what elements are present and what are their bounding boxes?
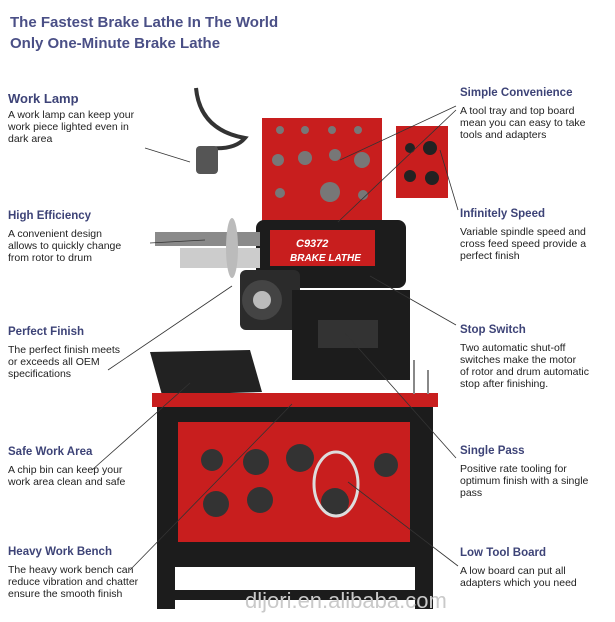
headline-line-1: The Fastest Brake Lathe In The World — [10, 14, 279, 31]
chip-bin — [150, 350, 262, 395]
infinitely-speed-title: Infinitely Speed — [460, 208, 545, 220]
low-tool-board-title: Low Tool Board — [460, 547, 547, 559]
stop-switch-title: Stop Switch — [460, 324, 526, 336]
brand-label: BRAKE LATHE — [290, 253, 361, 264]
top-tool-board — [262, 118, 382, 228]
heavy-work-bench-title: Heavy Work Bench — [8, 546, 112, 558]
safe-work-area-title: Safe Work Area — [8, 446, 93, 458]
model-label: C9372 — [296, 238, 328, 250]
low-tool-board — [178, 422, 410, 542]
work-bench-top — [152, 393, 438, 407]
work-lamp-arm — [194, 87, 249, 151]
work-lamp-icon — [196, 146, 218, 174]
spindle-arbor — [155, 232, 260, 246]
headline-line-2: Only One-Minute Brake Lathe — [10, 35, 221, 52]
perfect-finish-title: Perfect Finish — [8, 326, 85, 338]
single-pass-title: Single Pass — [460, 445, 525, 457]
high-efficiency-title: High Efficiency — [8, 210, 92, 222]
work-lamp-title: Work Lamp — [8, 91, 79, 106]
watermark-text: dljori.en.alibaba.com — [245, 588, 447, 613]
control-panel — [396, 126, 448, 198]
simple-convenience-title: Simple Convenience — [460, 87, 573, 99]
